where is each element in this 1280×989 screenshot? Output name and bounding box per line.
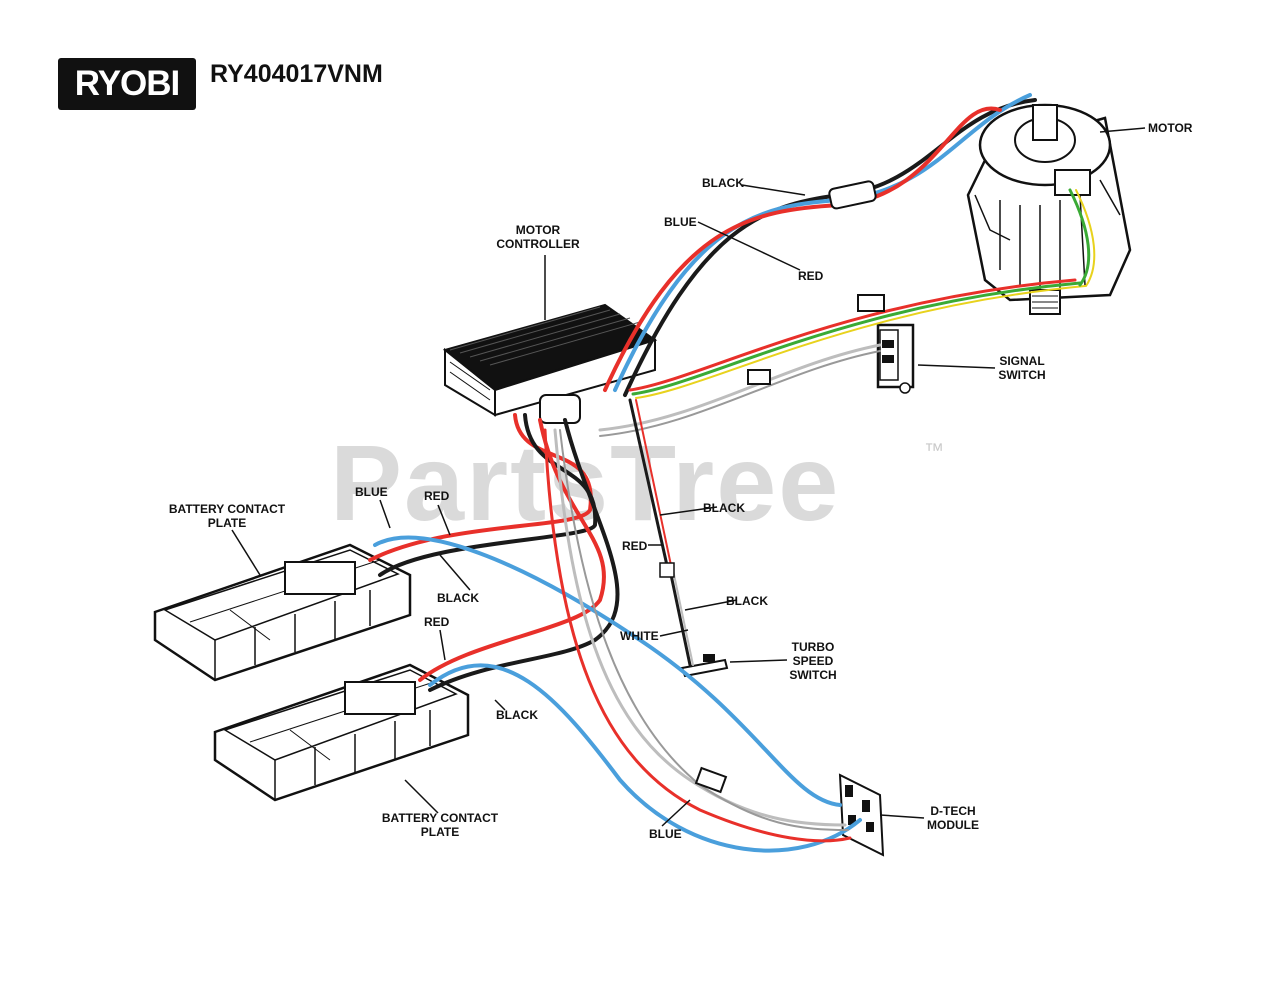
label-battery-plate-bottom-line1: BATTERY CONTACT [382, 811, 499, 825]
label-battery-plate-top-line2: PLATE [208, 516, 246, 530]
wire-harness-turbo [628, 398, 694, 667]
label-wire-black-left: BLACK [437, 591, 479, 605]
label-motor-controller-line1: MOTOR [516, 223, 561, 237]
battery-contact-plate-bottom [213, 663, 470, 802]
brand-text: RYOBI [74, 64, 181, 103]
label-wire-red-top: RED [798, 269, 824, 283]
label-wire-black-bottom: BLACK [496, 708, 538, 722]
label-wire-blue-left: BLUE [355, 485, 388, 499]
d-tech-module [838, 773, 885, 857]
label-wire-white: WHITE [620, 629, 659, 643]
label-signal-switch-line1: SIGNAL [999, 354, 1044, 368]
label-signal-switch-line2: SWITCH [998, 368, 1045, 382]
label-motor: MOTOR [1148, 121, 1193, 135]
label-wire-blue-bottom: BLUE [649, 827, 682, 841]
motor-controller [442, 303, 658, 424]
label-wire-red-mid: RED [622, 539, 648, 553]
label-turbo-line3: SWITCH [789, 668, 836, 682]
leader-lines [231, 127, 1146, 827]
label-wire-black-lower: BLACK [726, 594, 768, 608]
label-wire-red-left: RED [424, 489, 450, 503]
signal-switch [876, 323, 915, 394]
watermark-trademark: ™ [924, 440, 944, 462]
wire-harness-battery [368, 413, 862, 853]
label-wire-black-mid: BLACK [703, 501, 745, 515]
ryobi-logo: RYOBI [58, 58, 196, 110]
label-dtech-line2: MODULE [927, 818, 979, 832]
label-turbo-line1: TURBO [792, 640, 835, 654]
label-battery-plate-top-line1: BATTERY CONTACT [169, 502, 286, 516]
label-wire-blue-top: BLUE [664, 215, 697, 229]
label-wire-red-lower: RED [424, 615, 450, 629]
wire-harness-motor [603, 93, 1037, 397]
label-turbo-line2: SPEED [793, 654, 834, 668]
label-battery-plate-bottom-line2: PLATE [421, 825, 459, 839]
battery-contact-plate-top [153, 543, 412, 682]
label-wire-black-top: BLACK [702, 176, 744, 190]
model-number: RY404017VNM [210, 60, 383, 88]
label-motor-controller-line2: CONTROLLER [496, 237, 580, 251]
label-dtech-line1: D-TECH [930, 804, 975, 818]
